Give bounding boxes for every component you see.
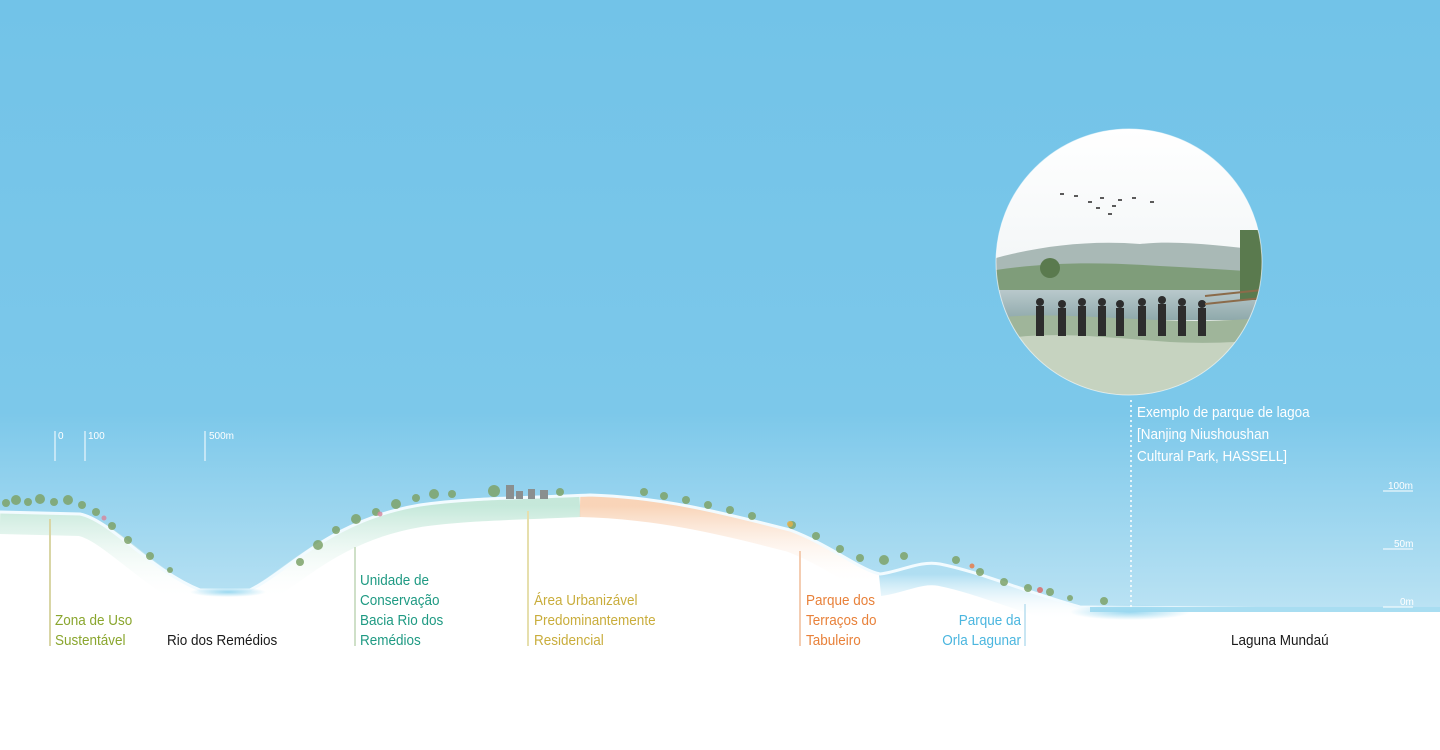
elevation-label-0m: 0m: [1400, 597, 1414, 608]
lagoon-glow: [1070, 604, 1190, 620]
lagoon-park-photo: [996, 129, 1262, 395]
zone-label-line: Conservação: [360, 592, 440, 609]
scale-label-500m: 500m: [209, 431, 235, 442]
terrain-profile: [0, 495, 1440, 750]
zone-label-line: Terraços do: [806, 612, 877, 629]
zone-label-area-urbanizavel: Área Urbanizável Predominantemente Resid…: [534, 591, 656, 651]
zone-label-parque-orla: Parque da Orla Lagunar: [940, 611, 1021, 651]
zone-label-line: Orla Lagunar: [942, 632, 1021, 649]
photo-caption-line: Cultural Park, HASSELL]: [1137, 448, 1288, 465]
zone-label-parque-terracos: Parque dos Terraços do Tabuleiro: [806, 591, 877, 651]
photo-frame: [995, 128, 1263, 396]
scale-label-100: 100: [88, 431, 105, 442]
elevation-label-50m: 50m: [1394, 539, 1414, 550]
label-rio-dos-remedios: Rio dos Remédios: [167, 631, 277, 651]
river-water: [190, 587, 266, 597]
zone-label-line: Parque dos: [806, 592, 876, 609]
zone-label-line: Tabuleiro: [806, 632, 861, 649]
zone-label-uso-sustentavel: Zona de Uso Sustentável: [55, 611, 132, 651]
zone-label-line: Remédios: [360, 632, 421, 649]
buildings: [506, 485, 548, 499]
elevation-scale-lines: [1383, 490, 1413, 608]
zone-label-line: Área Urbanizável: [534, 592, 638, 609]
label-laguna-mundau: Laguna Mundaú: [1231, 631, 1329, 651]
zone-label-line: Predominantemente: [534, 612, 656, 629]
zone-dividers: [49, 511, 1026, 646]
zone-label-unidade-conservacao: Unidade de Conservação Bacia Rio dos Rem…: [360, 571, 443, 651]
vegetation: [2, 485, 1108, 605]
elevation-label-100m: 100m: [1388, 481, 1414, 492]
zone-label-line: Sustentável: [55, 632, 126, 649]
zone-label-line: Unidade de: [360, 572, 430, 589]
photo-caption-line: [Nanjing Niushoushan: [1137, 426, 1270, 443]
zone-label-line: Bacia Rio dos: [360, 612, 444, 629]
zone-label-line: Parque da: [958, 612, 1021, 629]
zone-label-line: Zona de Uso: [55, 612, 133, 629]
zone-label-line: Rio dos Remédios: [167, 632, 278, 649]
photo-caption: Exemplo de parque de lagoa [Nanjing Nius…: [1137, 402, 1310, 468]
lagoon-water: [1090, 607, 1440, 612]
scale-bar: [54, 431, 206, 461]
zone-label-line: Residencial: [534, 632, 604, 649]
scale-label-0: 0: [58, 431, 64, 442]
terrain-glow-green: [0, 495, 581, 612]
photo-caption-line: Exemplo de parque de lagoa: [1137, 404, 1310, 421]
terrain-glow-orange: [579, 495, 883, 596]
zone-label-line: Laguna Mundaú: [1231, 632, 1329, 649]
terrain-glow-blue: [878, 563, 1171, 631]
vegetation-accents: [101, 511, 1043, 593]
